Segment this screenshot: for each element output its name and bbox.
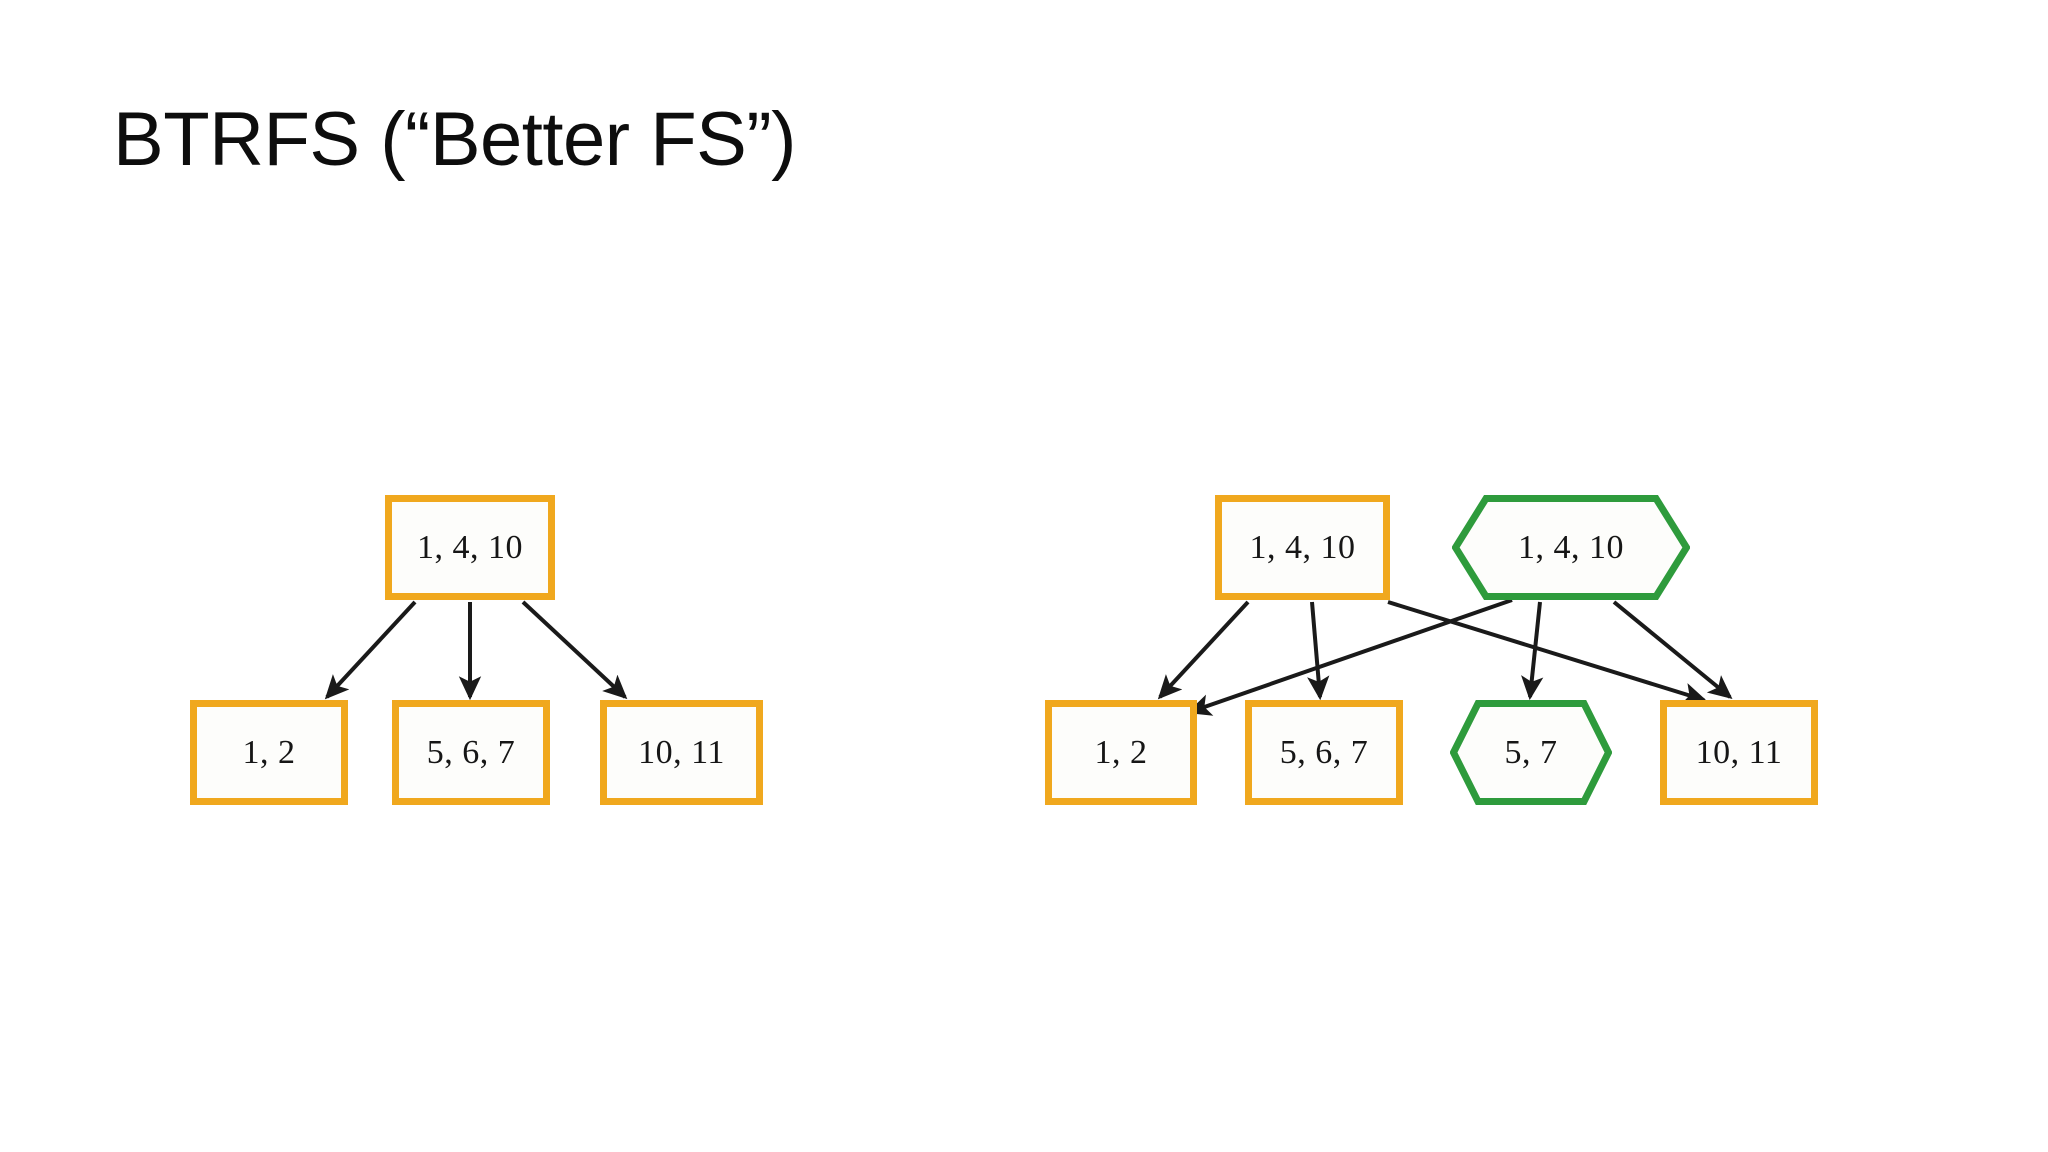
tree-node-label: 1, 4, 10 [1249, 528, 1356, 566]
tree-node-label: 5, 6, 7 [1279, 733, 1369, 771]
edge-R-root-old-to-R-leaf4 [1387, 600, 1708, 705]
tree-node-l-leaf1: 1, 2 [190, 700, 348, 805]
edge-R-root-new-to-R-leaf1 [1186, 598, 1513, 716]
tree-node-label: 5, 7 [1504, 733, 1558, 771]
hexagon-outline [1452, 495, 1690, 600]
tree-node-r-leaf1: 1, 2 [1045, 700, 1197, 805]
hexagon-outline [1450, 700, 1612, 805]
edge-L-root-to-L-leaf3 [521, 600, 628, 700]
edge-L-root-to-L-leaf1 [324, 600, 417, 700]
tree-node-l-leaf3: 10, 11 [600, 700, 763, 805]
tree-node-label: 1, 2 [1094, 733, 1148, 771]
tree-node-r-leaf3: 5, 7 [1450, 700, 1612, 805]
tree-node-label: 1, 4, 10 [1518, 528, 1624, 566]
tree-node-l-leaf2: 5, 6, 7 [392, 700, 550, 805]
edge-R-root-old-to-R-leaf2 [1307, 601, 1330, 701]
tree-node-label: 1, 4, 10 [417, 528, 523, 566]
tree-node-r-root-old: 1, 4, 10 [1215, 495, 1390, 600]
tree-node-r-leaf4: 10, 11 [1660, 700, 1818, 805]
tree-node-r-root-new: 1, 4, 10 [1452, 495, 1690, 600]
tree-node-label: 10, 11 [638, 733, 725, 771]
tree-node-label: 10, 11 [1695, 733, 1783, 771]
edge-R-root-old-to-R-leaf1 [1157, 600, 1250, 700]
page-title: BTRFS (“Better FS”) [113, 97, 796, 182]
tree-node-label: 5, 6, 7 [426, 733, 516, 771]
edge-R-root-new-to-R-leaf3 [1521, 601, 1544, 701]
edge-R-root-new-to-R-leaf4 [1612, 600, 1733, 700]
tree-node-l-root: 1, 4, 10 [385, 495, 555, 600]
tree-node-label: 1, 2 [242, 733, 296, 771]
tree-node-r-leaf2: 5, 6, 7 [1245, 700, 1403, 805]
